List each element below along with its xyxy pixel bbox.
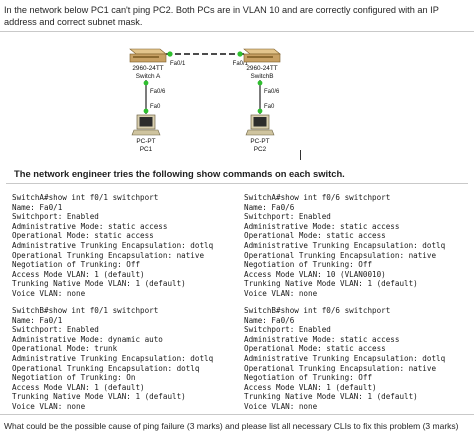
output-line: Operational Trunking Encapsulation: nati… (244, 363, 437, 373)
port-label-pc2: Fa0 (264, 104, 275, 110)
output-line: Switchport: Enabled (12, 212, 99, 222)
bottom-divider (0, 414, 474, 415)
output-line: Operational Mode: static access (12, 231, 154, 241)
section-heading: The network engineer tries the following… (14, 168, 345, 179)
output-line: Switchport: Enabled (12, 325, 99, 335)
link-status-b-access (257, 80, 263, 86)
output-line: SwitchA#show int f0/1 switchport (12, 193, 159, 202)
switch-a-icon[interactable] (129, 48, 167, 63)
port-label-b-trunk: Fa0/1 (233, 61, 249, 67)
pc2-icon[interactable] (245, 114, 275, 136)
output-line: Trunking Native Mode VLAN: 1 (default) (244, 279, 418, 289)
pc2-type: PC-PT (250, 138, 269, 145)
link-status-a-access (143, 80, 149, 86)
output-line: Access Mode VLAN: 1 (default) (12, 269, 145, 279)
output-line: Access Mode VLAN: 1 (default) (244, 382, 377, 392)
output-line: Voice VLAN: none (244, 288, 318, 298)
switch-a-model: 2960-24TT (132, 65, 163, 72)
port-label-a-access: Fa0/6 (150, 89, 166, 95)
output-line: Administrative Mode: static access (12, 221, 168, 231)
output-line: Administrative Mode: static access (244, 334, 400, 344)
output-line: SwitchA#show int f0/6 switchport (244, 193, 391, 202)
question-text: In the network below PC1 can't ping PC2.… (4, 5, 439, 27)
output-line: Negotiation of Trunking: Off (12, 260, 141, 270)
output-line: Switchport: Enabled (244, 212, 331, 222)
output-line: Operational Trunking Encapsulation: nati… (12, 250, 205, 260)
pc1-name: PC1 (140, 146, 153, 153)
output-line: Voice VLAN: none (12, 401, 86, 411)
output-line: Administrative Trunking Encapsulation: d… (12, 353, 214, 363)
output-line: Name: Fa0/6 (244, 315, 295, 325)
output-line: Administrative Mode: static access (244, 221, 400, 231)
link-status-b-trunk (237, 51, 243, 57)
pc2-name: PC2 (254, 146, 267, 153)
output-line: Operational Mode: trunk (12, 344, 118, 354)
link-status-pc2 (257, 108, 263, 114)
port-label-pc1: Fa0 (150, 104, 161, 110)
output-line: Administrative Trunking Encapsulation: d… (244, 240, 446, 250)
output-line: Name: Fa0/1 (12, 202, 63, 212)
output-line: Name: Fa0/1 (12, 315, 63, 325)
port-label-a-trunk: Fa0/1 (170, 61, 186, 67)
output-line: Switchport: Enabled (244, 325, 331, 335)
output-line: Trunking Native Mode VLAN: 1 (default) (12, 392, 186, 402)
output-line: Voice VLAN: none (244, 401, 318, 411)
output-line: Negotiation of Trunking: Off (244, 260, 373, 270)
output-line: Trunking Native Mode VLAN: 1 (default) (244, 392, 418, 402)
link-status-pc1 (143, 108, 149, 114)
output-line: Administrative Mode: dynamic auto (12, 334, 163, 344)
top-divider (0, 31, 474, 32)
footer-question: What could be the possible cause of ping… (4, 421, 459, 431)
switch-b-name: SwitchB (250, 73, 273, 80)
commands-top-divider (6, 183, 468, 184)
switch-a-name: Switch A (136, 73, 161, 80)
output-line: Operational Trunking Encapsulation: dotl… (12, 363, 200, 373)
output-line: Name: Fa0/6 (244, 202, 295, 212)
link-status-a-trunk (167, 51, 173, 57)
text-cursor (300, 150, 301, 160)
switch-b-icon[interactable] (243, 48, 281, 63)
pc1-icon[interactable] (131, 114, 161, 136)
output-line: SwitchB#show int f0/6 switchport (244, 306, 391, 315)
output-line: Access Mode VLAN: 10 (VLAN0010) (244, 269, 386, 279)
pc1-type: PC-PT (136, 138, 155, 145)
output-line: Operational Mode: static access (244, 344, 386, 354)
output-line: Voice VLAN: none (12, 288, 86, 298)
output-line: Administrative Trunking Encapsulation: d… (12, 240, 214, 250)
output-line: Negotiation of Trunking: Off (244, 373, 373, 383)
switch-b-model: 2960-24TT (246, 65, 277, 72)
output-line: Access Mode VLAN: 1 (default) (12, 382, 145, 392)
output-line: Operational Trunking Encapsulation: nati… (244, 250, 437, 260)
network-topology: Fa0/1 Fa0/1 2960-24TT Switch A 2960-24TT… (129, 48, 281, 153)
output-line: Trunking Native Mode VLAN: 1 (default) (12, 279, 186, 289)
output-line: Administrative Trunking Encapsulation: d… (244, 353, 446, 363)
output-line: Operational Mode: static access (244, 231, 386, 241)
output-line: Negotiation of Trunking: On (12, 373, 136, 383)
port-label-b-access: Fa0/6 (264, 89, 280, 95)
output-line: SwitchB#show int f0/1 switchport (12, 306, 159, 315)
